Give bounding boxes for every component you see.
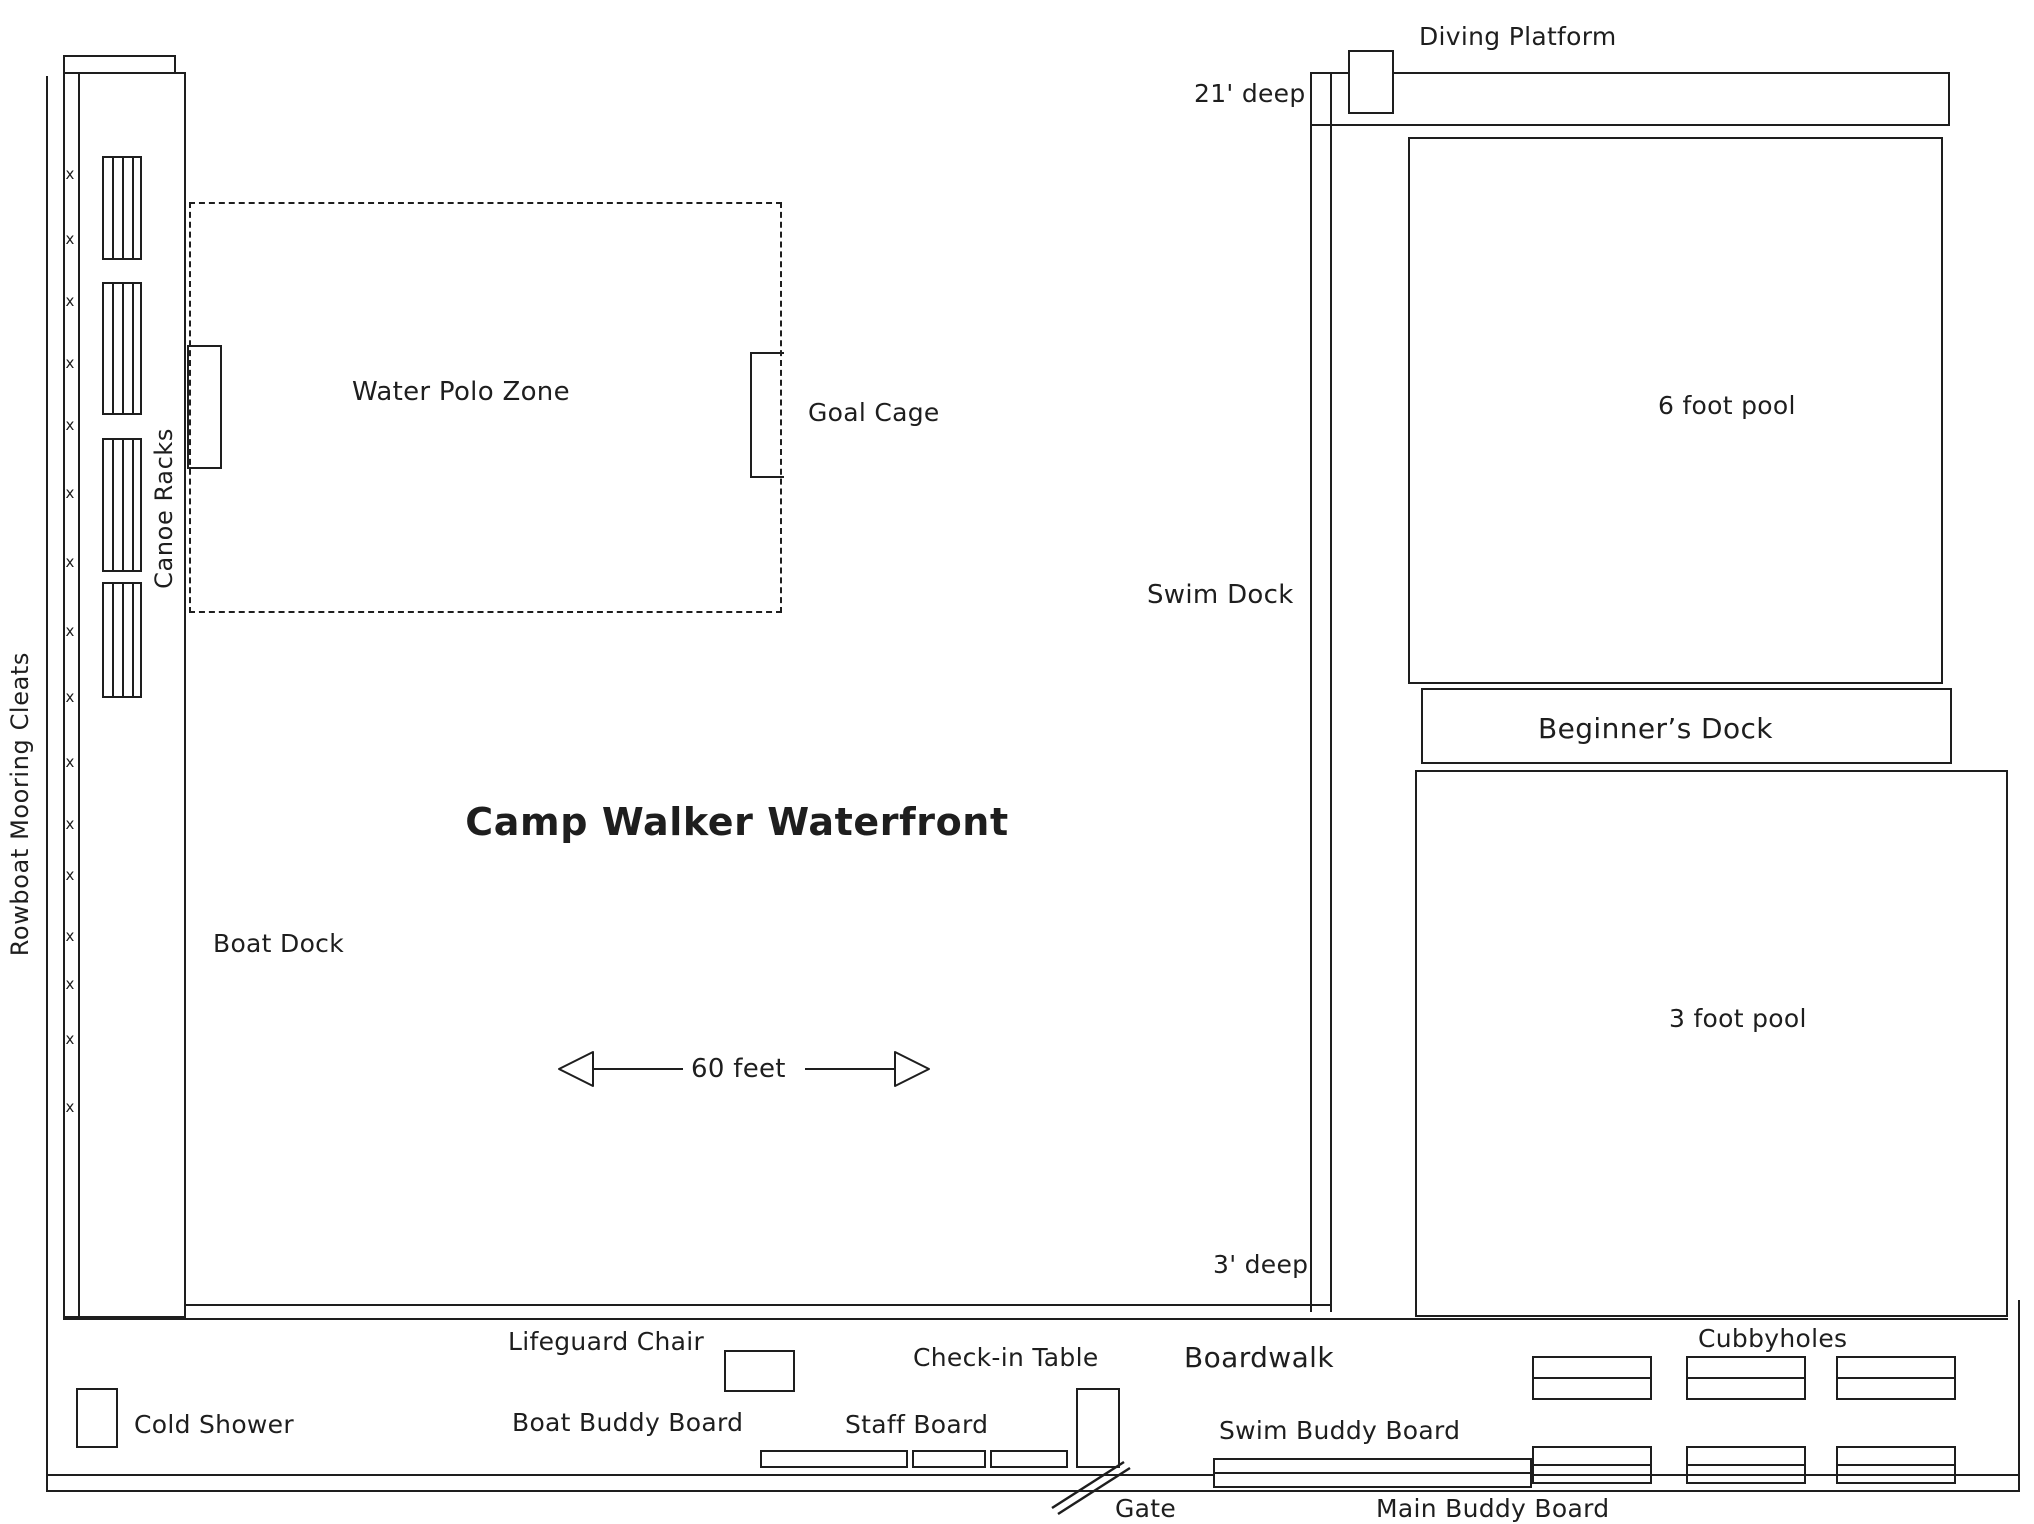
shore-boundary-left: [46, 76, 48, 1492]
page-title: Camp Walker Waterfront: [465, 800, 1009, 844]
boat-dock-label: Boat Dock: [213, 929, 344, 958]
water-polo-zone-outline: [189, 202, 782, 613]
boat-dock-inner-edge: [78, 74, 80, 1316]
gate-label: Gate: [1115, 1494, 1177, 1523]
mooring-cleat-mark: x: [65, 292, 75, 310]
boat-buddy-board-structure: [760, 1450, 908, 1468]
boardwalk-bottom-edge-outer: [46, 1490, 2020, 1492]
mooring-cleat-mark: x: [65, 975, 75, 993]
mooring-cleat-mark: x: [65, 553, 75, 571]
scale-arrows: [558, 1051, 930, 1087]
mooring-cleat-mark: x: [65, 927, 75, 945]
six-foot-pool-outline: [1408, 137, 1943, 684]
deep-depth-label: 21' deep: [1194, 79, 1306, 108]
cubbyhole-unit: [1532, 1356, 1652, 1400]
scale-label: 60 feet: [691, 1054, 786, 1084]
cubbyhole-unit: [1836, 1446, 1956, 1484]
cubbyhole-unit: [1532, 1446, 1652, 1484]
canoe-rack: [102, 282, 142, 415]
canoe-racks-label: Canoe Racks: [150, 428, 178, 589]
six-foot-pool-label: 6 foot pool: [1658, 391, 1796, 420]
staff-board-structure: [990, 1450, 1068, 1468]
mooring-cleat-mark: x: [65, 354, 75, 372]
shore-boundary-right: [2018, 1300, 2020, 1492]
scale-arrow-right: [894, 1051, 930, 1087]
check-in-table-label: Check-in Table: [913, 1343, 1099, 1372]
boardwalk-top-edge: [63, 1318, 2008, 1320]
scale-arrow-left: [558, 1051, 594, 1087]
beginners-dock-structure: [1421, 688, 1952, 764]
canoe-rack: [102, 582, 142, 698]
water-polo-zone-label: Water Polo Zone: [352, 377, 570, 407]
gate-plank-line: [1057, 1466, 1131, 1516]
canoe-rack: [102, 156, 142, 260]
mooring-cleat-mark: x: [65, 165, 75, 183]
buddy-board-structure: [1213, 1458, 1532, 1488]
staff-board-label: Staff Board: [845, 1410, 989, 1439]
cubbyhole-unit: [1686, 1446, 1806, 1484]
staff-board-structure: [912, 1450, 986, 1468]
mooring-cleat-mark: x: [65, 484, 75, 502]
mooring-cleat-mark: x: [65, 866, 75, 884]
swim-dock-structure: [1310, 72, 1332, 1312]
mooring-cleat-mark: x: [65, 1098, 75, 1116]
rowboat-mooring-cleats-label: Rowboat Mooring Cleats: [6, 652, 34, 957]
boat-dock-top-cap: [63, 55, 176, 74]
swim-dock-label: Swim Dock: [1147, 580, 1294, 610]
cubbyhole-unit: [1686, 1356, 1806, 1400]
boat-buddy-board-label: Boat Buddy Board: [512, 1408, 744, 1437]
mooring-cleat-mark: x: [65, 688, 75, 706]
swim-buddy-board-label: Swim Buddy Board: [1219, 1416, 1461, 1445]
mooring-cleat-mark: x: [65, 753, 75, 771]
mooring-cleat-mark: x: [65, 815, 75, 833]
goal-cage-right: [750, 352, 784, 478]
mooring-cleat-mark: x: [65, 416, 75, 434]
mooring-cleat-mark: x: [65, 230, 75, 248]
gate-structure: [1051, 1460, 1131, 1516]
goal-cage-left: [187, 345, 222, 469]
shallow-depth-label: 3' deep: [1213, 1250, 1309, 1279]
north-dock-structure: [1310, 72, 1950, 126]
cubbyhole-unit: [1836, 1356, 1956, 1400]
boardwalk-label: Boardwalk: [1184, 1341, 1334, 1374]
boardwalk-bottom-edge-inner: [46, 1474, 2020, 1476]
beginners-dock-label: Beginner’s Dock: [1538, 712, 1773, 745]
mooring-cleat-mark: x: [65, 622, 75, 640]
check-in-table-structure: [1076, 1388, 1120, 1468]
waterline-edge: [186, 1304, 1332, 1306]
lifeguard-chair-structure: [724, 1350, 795, 1392]
canoe-rack: [102, 438, 142, 572]
cold-shower-structure: [76, 1388, 118, 1448]
mooring-cleat-mark: x: [65, 1030, 75, 1048]
cold-shower-label: Cold Shower: [134, 1410, 294, 1439]
diving-platform-structure: [1348, 50, 1394, 114]
three-foot-pool-outline: [1415, 770, 2008, 1317]
goal-cage-label: Goal Cage: [808, 398, 940, 427]
main-buddy-board-label: Main Buddy Board: [1376, 1494, 1610, 1523]
cubbyholes-label: Cubbyholes: [1698, 1324, 1848, 1353]
diving-platform-label: Diving Platform: [1419, 22, 1617, 51]
gate-plank-line: [1051, 1460, 1125, 1510]
three-foot-pool-label: 3 foot pool: [1669, 1004, 1807, 1033]
lifeguard-chair-label: Lifeguard Chair: [508, 1327, 705, 1356]
